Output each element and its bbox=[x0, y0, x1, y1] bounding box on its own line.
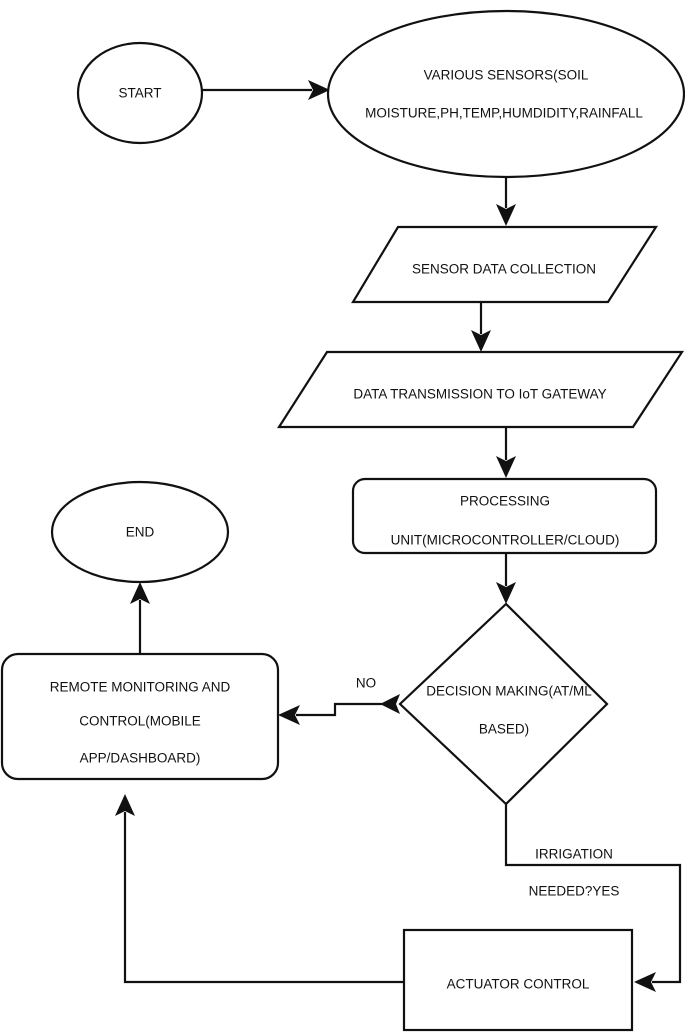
transmission-label: DATA TRANSMISSION TO IoT GATEWAY bbox=[353, 387, 606, 402]
collection-node: SENSOR DATA COLLECTION bbox=[351, 225, 659, 304]
arrowhead-start-to-sensors bbox=[308, 80, 330, 100]
actuator-shape bbox=[402, 928, 634, 1032]
transmission-shape bbox=[276, 350, 685, 429]
edge-label-yes-line2: NEEDED?YES bbox=[529, 884, 620, 899]
edge-decision-to-remote-no bbox=[296, 702, 382, 717]
decision-shape bbox=[398, 602, 609, 806]
sensors-label-line2: MOISTURE,PH,TEMP,HUMDIDITY,RAINFALL bbox=[365, 106, 643, 121]
actuator-label: ACTUATOR CONTROL bbox=[447, 977, 590, 992]
arrowhead-processing-to-decision bbox=[496, 582, 516, 604]
edge-label-no: NO bbox=[356, 676, 376, 691]
decision-label-line1: DECISION MAKING(AT/ML bbox=[426, 684, 592, 699]
sensors-node: VARIOUS SENSORS(SOIL MOISTURE,PH,TEMP,HU… bbox=[326, 9, 685, 179]
remote-label-line2: CONTROL(MOBILE bbox=[79, 714, 201, 729]
actuator-node: ACTUATOR CONTROL bbox=[402, 928, 634, 1032]
decision-node: DECISION MAKING(AT/ML BASED) bbox=[398, 602, 609, 806]
sensors-label-line1: VARIOUS SENSORS(SOIL bbox=[424, 68, 589, 83]
arrowhead-remote-to-end bbox=[130, 582, 150, 604]
collection-shape bbox=[351, 225, 659, 304]
edge-actuator-to-remote bbox=[123, 812, 404, 984]
edge-label-yes-line1: IRRIGATION bbox=[535, 847, 613, 862]
arrowhead-collection-to-transmission bbox=[471, 330, 491, 352]
remote-shape bbox=[0, 652, 280, 781]
end-label: END bbox=[126, 525, 155, 540]
arrowhead-transmission-to-processing bbox=[496, 456, 516, 478]
start-label: START bbox=[118, 86, 161, 101]
processing-node: PROCESSING UNIT(MICROCONTROLLER/CLOUD) bbox=[351, 477, 658, 555]
end-node: END bbox=[50, 480, 230, 584]
remote-label-line3: APP/DASHBOARD) bbox=[80, 751, 201, 766]
arrowhead-decision-to-remote bbox=[278, 705, 300, 725]
start-shape bbox=[76, 41, 204, 145]
collection-label: SENSOR DATA COLLECTION bbox=[412, 262, 596, 277]
edge-decision-to-actuator-yes bbox=[504, 804, 682, 984]
arrowhead-sensors-to-collection bbox=[496, 204, 516, 226]
remote-label-line1: REMOTE MONITORING AND bbox=[50, 680, 231, 695]
end-shape bbox=[50, 480, 230, 584]
processing-label-line2: UNIT(MICROCONTROLLER/CLOUD) bbox=[391, 533, 620, 548]
arrowhead-actuator-to-remote bbox=[115, 794, 135, 816]
start-node: START bbox=[76, 41, 204, 145]
processing-label-line1: PROCESSING bbox=[460, 494, 550, 509]
decision-label-line2: BASED) bbox=[479, 722, 529, 737]
sensors-shape bbox=[326, 9, 685, 179]
remote-node: REMOTE MONITORING AND CONTROL(MOBILE APP… bbox=[0, 652, 280, 781]
processing-shape bbox=[351, 477, 658, 555]
transmission-node: DATA TRANSMISSION TO IoT GATEWAY bbox=[276, 350, 685, 429]
arrowhead-decision-to-actuator bbox=[634, 972, 656, 992]
arrowhead-decision-no-exit bbox=[380, 694, 400, 714]
